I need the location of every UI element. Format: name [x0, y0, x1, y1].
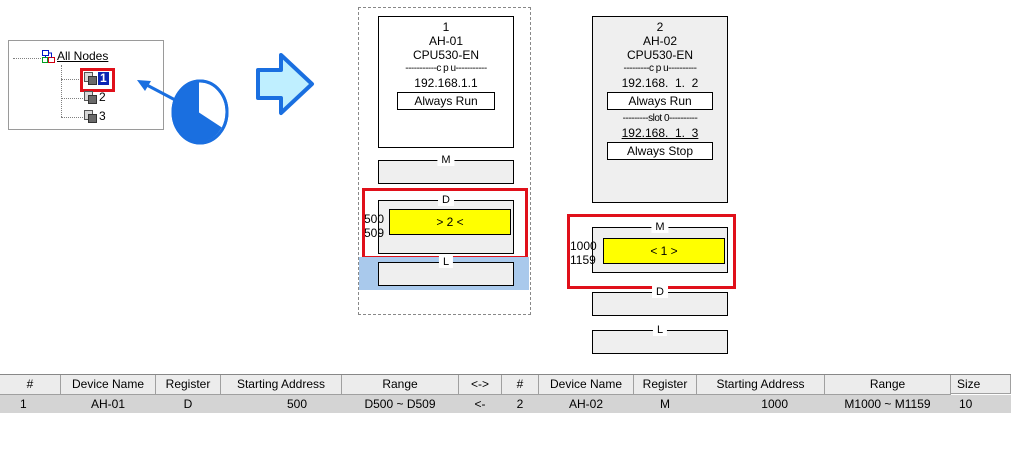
node2-name: AH-02 [642, 34, 677, 48]
col-header-device-name[interactable]: Device Name [61, 375, 156, 395]
node2-slot-separator: ---------slot 0---------- [622, 113, 698, 124]
node2-exchange-area[interactable]: < 1 > [603, 238, 725, 264]
table-cell: 10 [951, 395, 1011, 413]
tree-node-highlight [80, 68, 115, 92]
node1-addr-start: 500 [364, 212, 385, 226]
plc-node-icon [84, 91, 97, 104]
node1-mode-box: Always Run [397, 92, 495, 110]
block-label: L [652, 324, 668, 336]
node1-model: CPU530-EN [412, 48, 480, 62]
network-tree-icon [42, 50, 55, 63]
col-header-size[interactable]: Size [951, 375, 1011, 394]
tree-connector [61, 117, 83, 118]
node2-block-d[interactable]: D [592, 286, 728, 316]
node1-block-m[interactable]: M [378, 154, 514, 184]
table-cell: D500 ~ D509 [342, 395, 458, 413]
node2-cpu-separator: ---------c p u---------- [623, 63, 697, 74]
col-header-range-2[interactable]: Range [825, 375, 951, 395]
block-label: L [438, 256, 454, 268]
table-cell: D [156, 395, 220, 413]
pie-step-icon [171, 79, 229, 145]
col-header-starting-address-2[interactable]: Starting Address [697, 375, 825, 395]
tree-connector [61, 65, 62, 117]
exchange-table: # Device Name Register Starting Address … [0, 374, 1011, 468]
col-header-range[interactable]: Range [342, 375, 459, 395]
col-header-device-name-2[interactable]: Device Name [539, 375, 634, 395]
node1-ip: 192.168.1.1 [414, 76, 478, 90]
node2-slot-ip: 192.168. 1. 3 [621, 126, 699, 140]
right-arrow-icon [256, 53, 314, 115]
node1-addr-end: 509 [364, 226, 385, 240]
node2-highlight [567, 214, 736, 289]
tree-connector [13, 58, 41, 59]
table-cell: <- [459, 395, 501, 413]
tree-node-1[interactable]: 1 [83, 71, 123, 87]
node1-exchange-area[interactable]: > 2 < [389, 209, 511, 235]
node1-highlight [362, 188, 528, 259]
node2-number: 2 [656, 20, 664, 34]
plc-node-icon [84, 72, 97, 85]
block-label: D [438, 194, 454, 206]
col-header-register-2[interactable]: Register [634, 375, 697, 395]
node1-panel [358, 7, 531, 315]
col-header-index-2[interactable]: # [502, 375, 539, 395]
table-cell: 1000 [697, 395, 824, 413]
col-header-index[interactable]: # [0, 375, 61, 395]
tree-node-label: 2 [99, 90, 106, 104]
table-cell: 1 [0, 395, 60, 413]
tree-connector [61, 79, 83, 80]
tree-node-2[interactable]: 2 [83, 91, 123, 107]
pointer-arrow-icon [137, 80, 180, 104]
col-header-register[interactable]: Register [156, 375, 221, 395]
tree-node-label: 1 [98, 71, 109, 85]
block-label: D [652, 286, 668, 298]
block-label: M [651, 221, 669, 233]
tree-root-label[interactable]: All Nodes [57, 49, 109, 63]
node2-addr-start: 1000 [570, 239, 597, 253]
block-label: M [437, 154, 455, 166]
node2-model: CPU530-EN [626, 48, 694, 62]
node2-slot-mode-box: Always Stop [607, 142, 713, 160]
table-cell: AH-01 [61, 395, 155, 413]
table-cell: 2 [502, 395, 538, 413]
col-header-direction[interactable]: <-> [459, 375, 502, 395]
node2-cpu-mode-box: Always Run [607, 92, 713, 110]
node1-name: AH-01 [428, 34, 463, 48]
node2-addr-end: 1159 [570, 253, 596, 267]
table-cell: AH-02 [539, 395, 633, 413]
plc-node-icon [84, 110, 97, 123]
tree-node-3[interactable]: 3 [83, 110, 123, 126]
node2-cpu-ip: 192.168. 1. 2 [621, 76, 699, 90]
node1-number: 1 [442, 20, 450, 34]
col-header-starting-address[interactable]: Starting Address [221, 375, 342, 395]
node-tree-panel: All Nodes 1 2 3 [8, 40, 164, 130]
tree-connector [61, 98, 83, 99]
node1-block-l[interactable]: L [378, 256, 514, 286]
node1-card[interactable]: 1 AH-01 CPU530-EN -----------c p u------… [378, 16, 514, 148]
table-cell: M [634, 395, 696, 413]
tree-node-label: 3 [99, 109, 106, 123]
table-cell: 500 [221, 395, 341, 413]
node2-card[interactable]: 2 AH-02 CPU530-EN ---------c p u--------… [592, 16, 728, 203]
node1-cpu-separator: -----------c p u----------- [405, 63, 487, 74]
node2-block-l[interactable]: L [592, 324, 728, 354]
table-cell: M1000 ~ M1159 [825, 395, 950, 413]
